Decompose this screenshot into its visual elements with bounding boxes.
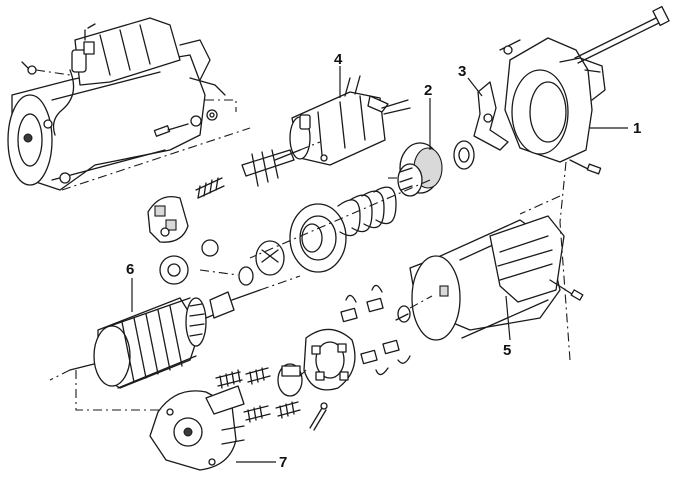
spring-small [195, 177, 225, 199]
armature-part-6 [69, 275, 301, 389]
callout-4: 4 [334, 51, 343, 68]
ring-washer [453, 140, 475, 170]
drive-housing-part-1 [499, 37, 606, 175]
assembled-starter [7, 17, 226, 191]
drive-pinion-part-2 [388, 142, 443, 197]
brush-springs [215, 367, 301, 423]
commutator-end [277, 363, 307, 397]
leader-3 [467, 77, 483, 97]
fork-lever-part-3 [473, 81, 509, 151]
through-bolt [574, 5, 670, 64]
callout-7: 7 [279, 454, 287, 471]
end-bearing-cap [147, 195, 189, 243]
plunger [241, 141, 321, 187]
end-shield-part-7 [149, 385, 245, 471]
callout-2: 2 [424, 82, 432, 99]
return-spring [289, 186, 397, 273]
solenoid-part-4 [289, 75, 411, 166]
fasteners-top-left [21, 61, 237, 137]
leader-5 [505, 295, 511, 341]
brushes [340, 284, 411, 376]
field-yoke-part-5 [409, 215, 584, 341]
callout-5: 5 [503, 342, 511, 359]
retaining-rings [199, 240, 285, 286]
callout-6: 6 [126, 261, 134, 278]
split-pin [309, 402, 328, 431]
shaft-bolt [395, 295, 433, 323]
callout-1: 1 [633, 120, 641, 137]
assembly-axes [49, 127, 571, 411]
bushing [159, 239, 219, 285]
callout-3: 3 [458, 63, 466, 80]
brush-plate [303, 328, 356, 391]
